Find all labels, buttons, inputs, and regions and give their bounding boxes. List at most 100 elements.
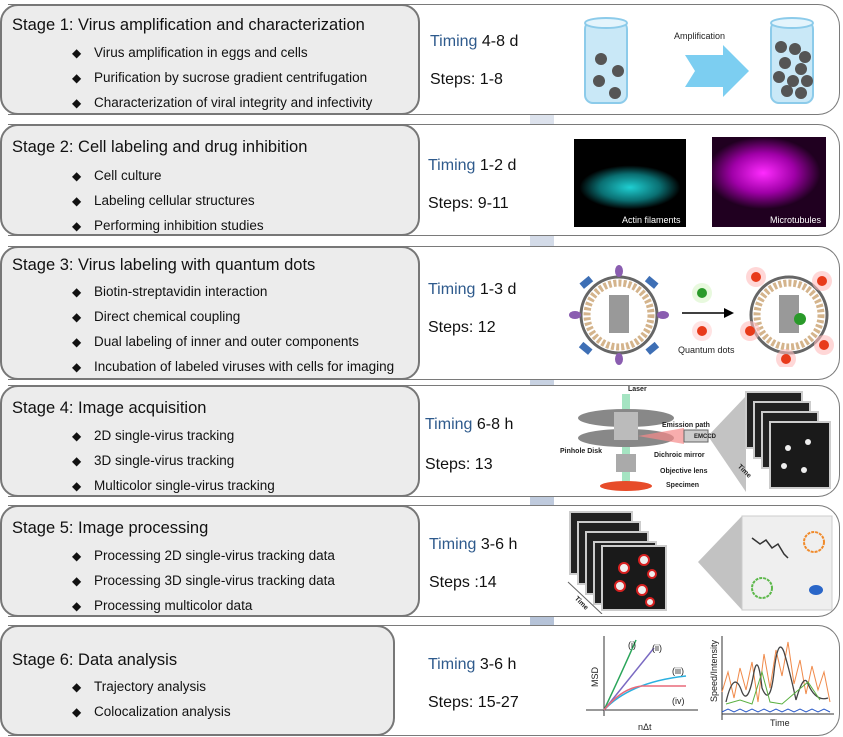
image-processing-illustration [567, 511, 833, 614]
diamond-bullet-icon: ◆ [72, 96, 82, 110]
stage-title: Stage 5: Image processing [12, 519, 209, 537]
diamond-bullet-icon: ◆ [72, 549, 82, 563]
curve-label-ii: (ii) [652, 643, 662, 653]
quantum-dot-labeling-illustration [569, 265, 834, 367]
amplification-illustration [584, 17, 814, 104]
bullet-item: ◆Dual labeling of inner and outer compon… [72, 329, 394, 354]
curve-label-iii: (iii) [672, 666, 684, 676]
emission-path-label: Emission path [662, 422, 710, 429]
diamond-bullet-icon: ◆ [72, 599, 82, 613]
pinhole-disk-label: Pinhole Disk [560, 448, 603, 455]
bullet-list: ◆Cell culture ◆Labeling cellular structu… [72, 163, 264, 238]
laser-label: Laser [628, 386, 647, 393]
bullet-item: ◆Multicolor single-virus tracking [72, 473, 275, 498]
bullet-list: ◆Trajectory analysis ◆Colocalization ana… [72, 674, 231, 724]
actin-caption: Actin filaments [622, 215, 681, 225]
stage-title: Stage 4: Image acquisition [12, 399, 207, 417]
microtubules-caption: Microtubules [770, 215, 822, 225]
stage-box-1: Stage 1: Virus amplification and charact… [0, 4, 420, 115]
bullet-item: ◆Colocalization analysis [72, 699, 231, 724]
speed-ylabel: Speed/Intensity [709, 639, 720, 703]
virus-icon [569, 265, 669, 365]
speed-xlabel: Time [770, 718, 790, 728]
bullet-item: ◆Labeling cellular structures [72, 188, 264, 213]
microtubules-image [712, 137, 826, 227]
speed-intensity-plot [721, 636, 834, 720]
stage-box-3: Stage 3: Virus labeling with quantum dot… [0, 246, 420, 380]
stage-box-4: Stage 4: Image acquisition ◆2D single-vi… [0, 385, 420, 497]
steps: Steps :14 [429, 574, 497, 591]
bullet-item: ◆Incubation of labeled viruses with cell… [72, 354, 394, 379]
diamond-bullet-icon: ◆ [72, 680, 82, 694]
curve-label-iv: (iv) [672, 696, 685, 706]
bullet-item: ◆Trajectory analysis [72, 674, 231, 699]
stage-box-2: Stage 2: Cell labeling and drug inhibiti… [0, 124, 420, 236]
emccd-label: EMCCD [694, 434, 716, 440]
timing: Timing 4-8 d [430, 33, 519, 50]
bullet-item: ◆Characterization of viral integrity and… [72, 90, 372, 115]
bullet-item: ◆3D single-virus tracking [72, 448, 275, 473]
diamond-bullet-icon: ◆ [72, 454, 82, 468]
stage-title: Stage 1: Virus amplification and charact… [12, 16, 365, 34]
diamond-bullet-icon: ◆ [72, 574, 82, 588]
diamond-bullet-icon: ◆ [72, 705, 82, 719]
stage-title: Stage 3: Virus labeling with quantum dot… [12, 256, 316, 274]
tube-amplified-icon [770, 17, 814, 104]
msd-xlabel: nΔt [638, 722, 652, 732]
steps: Steps: 15-27 [428, 694, 519, 711]
msd-ylabel: MSD [590, 667, 600, 687]
diamond-bullet-icon: ◆ [72, 169, 82, 183]
stage-title: Stage 6: Data analysis [12, 651, 178, 669]
diamond-bullet-icon: ◆ [72, 310, 82, 324]
bullet-item: ◆Direct chemical coupling [72, 304, 394, 329]
spinning-disk-microscope-illustration [578, 391, 831, 492]
bullet-list: ◆Processing 2D single-virus tracking dat… [72, 543, 335, 618]
steps: Steps: 12 [428, 319, 496, 336]
bullet-item: ◆Purification by sucrose gradient centri… [72, 65, 372, 90]
labeled-virus-icon [740, 267, 834, 367]
stage-row-5: Stage 5: Image processing ◆Processing 2D… [0, 505, 840, 618]
amplification-caption: Amplification [674, 31, 726, 41]
timing: Timing 3-6 h [428, 656, 517, 673]
bullet-item: ◆Cell culture [72, 163, 264, 188]
bullet-item: ◆Biotin-streptavidin interaction [72, 279, 394, 304]
stage-row-6: Stage 6: Data analysis ◆Trajectory analy… [0, 625, 840, 736]
msd-plot [586, 636, 698, 716]
bullet-item: ◆Processing multicolor data [72, 593, 335, 618]
timing: Timing 1-3 d [428, 281, 517, 298]
diamond-bullet-icon: ◆ [72, 429, 82, 443]
timing: Timing 1-2 d [428, 157, 517, 174]
stage-row-3: Stage 3: Virus labeling with quantum dot… [0, 246, 840, 380]
bullet-item: ◆Processing 3D single-virus tracking dat… [72, 568, 335, 593]
bullet-list: ◆2D single-virus tracking ◆3D single-vir… [72, 423, 275, 498]
timing: Timing 6-8 h [425, 416, 514, 433]
quantum-dots-caption: Quantum dots [678, 345, 735, 355]
steps: Steps: 9-11 [428, 195, 509, 212]
diamond-bullet-icon: ◆ [72, 219, 82, 233]
tube-icon [584, 17, 628, 104]
bullet-list: ◆Biotin-streptavidin interaction ◆Direct… [72, 279, 394, 379]
diamond-bullet-icon: ◆ [72, 285, 82, 299]
stage-title: Stage 2: Cell labeling and drug inhibiti… [12, 138, 308, 156]
stage-row-1: Stage 1: Virus amplification and charact… [0, 4, 840, 115]
stage-row-2: Stage 2: Cell labeling and drug inhibiti… [0, 124, 840, 236]
stage-row-4: Stage 4: Image acquisition ◆2D single-vi… [0, 385, 840, 497]
bullet-item: ◆Performing inhibition studies [72, 213, 264, 238]
actin-filaments-image [574, 139, 686, 227]
diamond-bullet-icon: ◆ [72, 46, 82, 60]
dichroic-mirror-label: Dichroic mirror [654, 452, 705, 459]
diamond-bullet-icon: ◆ [72, 479, 82, 493]
steps: Steps: 13 [425, 456, 493, 473]
bullet-list: ◆Virus amplification in eggs and cells ◆… [72, 40, 372, 115]
bullet-item: ◆Processing 2D single-virus tracking dat… [72, 543, 335, 568]
specimen-label: Specimen [666, 482, 700, 489]
curve-label-i: (i) [628, 640, 636, 650]
diamond-bullet-icon: ◆ [72, 335, 82, 349]
stage-box-6: Stage 6: Data analysis ◆Trajectory analy… [0, 625, 395, 736]
diamond-bullet-icon: ◆ [72, 360, 82, 374]
bullet-item: ◆Virus amplification in eggs and cells [72, 40, 372, 65]
timing: Timing 3-6 h [429, 536, 518, 553]
steps: Steps: 1-8 [430, 71, 503, 88]
diamond-bullet-icon: ◆ [72, 71, 82, 85]
diamond-bullet-icon: ◆ [72, 194, 82, 208]
